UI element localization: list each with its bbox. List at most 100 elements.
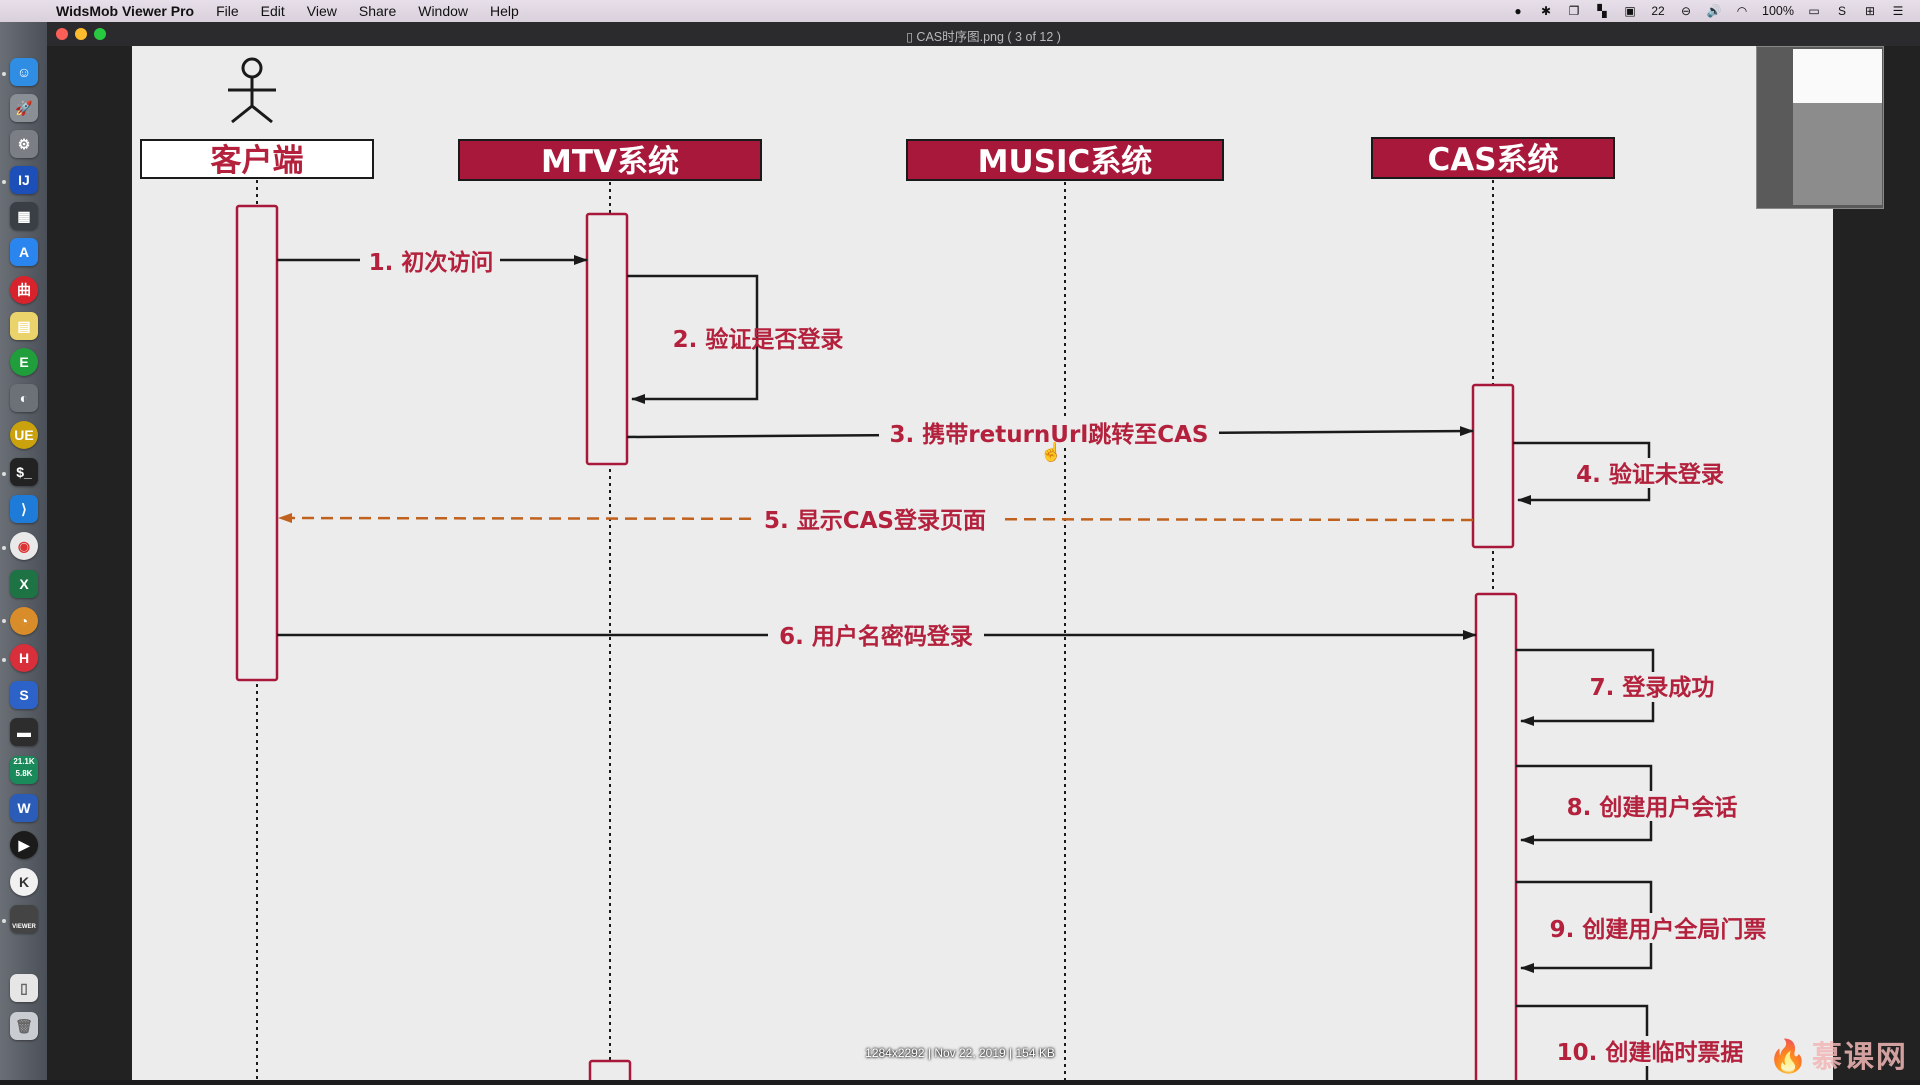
- status-grid-icon[interactable]: ⊞: [1864, 4, 1876, 18]
- vscode-icon[interactable]: ⟩: [10, 495, 38, 523]
- label-bg: [1564, 458, 1740, 488]
- message-2-arrow: [627, 274, 759, 404]
- activation-client: [235, 204, 279, 682]
- actor-cas-box: [1371, 137, 1615, 179]
- menu-file[interactable]: File: [216, 3, 239, 19]
- thumbnail-visible-region[interactable]: [1793, 49, 1882, 103]
- status-area: ● ✱ ❐ ▚ ▣ 22 ⊖ 🔊 ◠ 100% ▭ S ⊞ ☰: [1510, 0, 1906, 22]
- actor-figure-icon: [228, 57, 276, 124]
- word-icon[interactable]: W: [10, 794, 38, 822]
- system-preferences-icon[interactable]: ⚙: [10, 130, 38, 158]
- hand-cursor-icon: ☝: [1040, 442, 1063, 462]
- k-app-icon[interactable]: K: [10, 868, 38, 896]
- message-3-label: 3. 携带returnUrl跳转至CAS: [890, 421, 1209, 448]
- thumbnail-rest: [1793, 103, 1882, 205]
- ue-icon[interactable]: UE: [10, 421, 38, 449]
- volume-icon[interactable]: 🔊: [1706, 4, 1722, 18]
- file-icon: ▯: [906, 30, 917, 44]
- display-app-icon[interactable]: ▬: [10, 718, 38, 746]
- message-10-label: 10. 创建临时票据: [1557, 1039, 1744, 1066]
- stats-top-label: 21.1K: [13, 757, 35, 766]
- message-2-label: 2. 验证是否登录: [673, 326, 844, 353]
- label-bg: [1536, 913, 1782, 943]
- label-bg: [1554, 791, 1750, 821]
- screen-app-icon[interactable]: ▦: [10, 202, 38, 230]
- viewer-app-icon[interactable]: VIEWER: [10, 905, 38, 933]
- message-4-label: 4. 验证未登录: [1576, 461, 1724, 488]
- zoom-button[interactable]: [94, 28, 106, 40]
- running-indicator: [2, 546, 6, 550]
- message-1-label: 1. 初次访问: [369, 249, 494, 276]
- watermark-text: 慕课网: [1811, 1041, 1908, 1074]
- message-8-label: 8. 创建用户会话: [1567, 794, 1738, 821]
- menu-bar: WidsMob Viewer Pro File Edit View Share …: [0, 0, 1920, 22]
- minimize-button[interactable]: [75, 28, 87, 40]
- activation-mtv-lower: [588, 1059, 632, 1085]
- window-title: ▯ CAS时序图.png ( 3 of 12 ): [47, 26, 1920, 45]
- trash-icon[interactable]: 🗑: [10, 1012, 38, 1040]
- battery-icon[interactable]: ▭: [1808, 4, 1820, 18]
- label-bg: [768, 620, 984, 650]
- status-layout-icon[interactable]: ▚: [1597, 4, 1607, 18]
- document-icon[interactable]: ▯: [10, 974, 38, 1002]
- stickies-icon[interactable]: ▤: [10, 312, 38, 340]
- intellij-icon[interactable]: IJ: [10, 166, 38, 194]
- chrome-icon[interactable]: ◉: [10, 532, 38, 560]
- window-titlebar: ▯ CAS时序图.png ( 3 of 12 ): [47, 22, 1920, 46]
- close-button[interactable]: [56, 28, 68, 40]
- menu-view[interactable]: View: [306, 3, 337, 19]
- running-indicator: [2, 472, 6, 476]
- h-app-icon[interactable]: H: [10, 644, 38, 672]
- sequence-diagram: 客户端 MTV系统 MUSIC系统 CAS系统 1. 初次访问 2. 验证是否登…: [140, 57, 1782, 1085]
- evernote-icon[interactable]: E: [10, 348, 38, 376]
- actor-client-box: [140, 139, 374, 179]
- terminal-icon[interactable]: $_: [10, 458, 38, 486]
- menu-share[interactable]: Share: [358, 3, 397, 19]
- activation-cas-2: [1474, 592, 1518, 1085]
- control-center-icon[interactable]: ☰: [1892, 4, 1904, 18]
- netease-icon[interactable]: 曲: [10, 276, 38, 304]
- status-app-icon[interactable]: ●: [1514, 4, 1522, 18]
- status-record-icon[interactable]: ▣: [1624, 4, 1636, 18]
- message-5-label: 5. 显示CAS登录页面: [764, 508, 986, 534]
- launchpad-icon[interactable]: 🚀: [10, 94, 38, 122]
- menu-edit[interactable]: Edit: [260, 3, 285, 19]
- player-icon[interactable]: ▶: [10, 831, 38, 859]
- activation-mtv: [585, 212, 629, 466]
- running-indicator: [2, 72, 6, 76]
- image-info: 1284x2292 | Nov 22, 2019 | 154 KB: [865, 1046, 1055, 1060]
- label-bg: [752, 504, 998, 534]
- thumbnail-navigator[interactable]: [1756, 46, 1884, 209]
- battery-percent[interactable]: 100%: [1762, 4, 1794, 18]
- message-6-label: 6. 用户名密码登录: [779, 623, 973, 650]
- label-bg: [360, 246, 500, 274]
- message-7-label: 7. 登录成功: [1590, 675, 1715, 701]
- actor-client-label: 客户端: [211, 143, 304, 179]
- menu-window[interactable]: Window: [418, 3, 469, 19]
- viewer-label: VIEWER: [12, 924, 36, 930]
- running-indicator: [2, 619, 6, 623]
- finder-icon[interactable]: ☺: [10, 58, 38, 86]
- actor-music-box: [906, 139, 1224, 181]
- status-bug-icon[interactable]: ✱: [1540, 4, 1552, 18]
- window-title-text: CAS时序图.png ( 3 of 12 ): [916, 30, 1061, 44]
- color-app-icon[interactable]: ◔: [10, 607, 38, 635]
- wifi-icon[interactable]: ◠: [1736, 4, 1748, 18]
- photo-app-icon[interactable]: ◐: [10, 384, 38, 412]
- app-name-menu[interactable]: WidsMob Viewer Pro: [56, 3, 195, 19]
- excel-icon[interactable]: X: [10, 570, 38, 598]
- actor-mtv-box: [458, 139, 762, 181]
- app-store-icon[interactable]: A: [10, 238, 38, 266]
- menu-help[interactable]: Help: [490, 3, 519, 19]
- image-canvas[interactable]: 客户端 MTV系统 MUSIC系统 CAS系统 1. 初次访问 2. 验证是否登…: [132, 46, 1833, 1085]
- status-minus-icon[interactable]: ⊖: [1680, 4, 1692, 18]
- s-app-icon[interactable]: S: [10, 681, 38, 709]
- flame-logo-icon: 🔥: [1768, 1038, 1810, 1074]
- status-calendar-badge[interactable]: 22: [1651, 4, 1665, 18]
- running-indicator: [2, 658, 6, 662]
- actor-music-label: MUSIC系统: [978, 144, 1153, 180]
- message-9-label: 9. 创建用户全局门票: [1550, 916, 1767, 943]
- status-copy-icon[interactable]: ❐: [1568, 4, 1580, 18]
- status-s-icon[interactable]: S: [1837, 4, 1846, 18]
